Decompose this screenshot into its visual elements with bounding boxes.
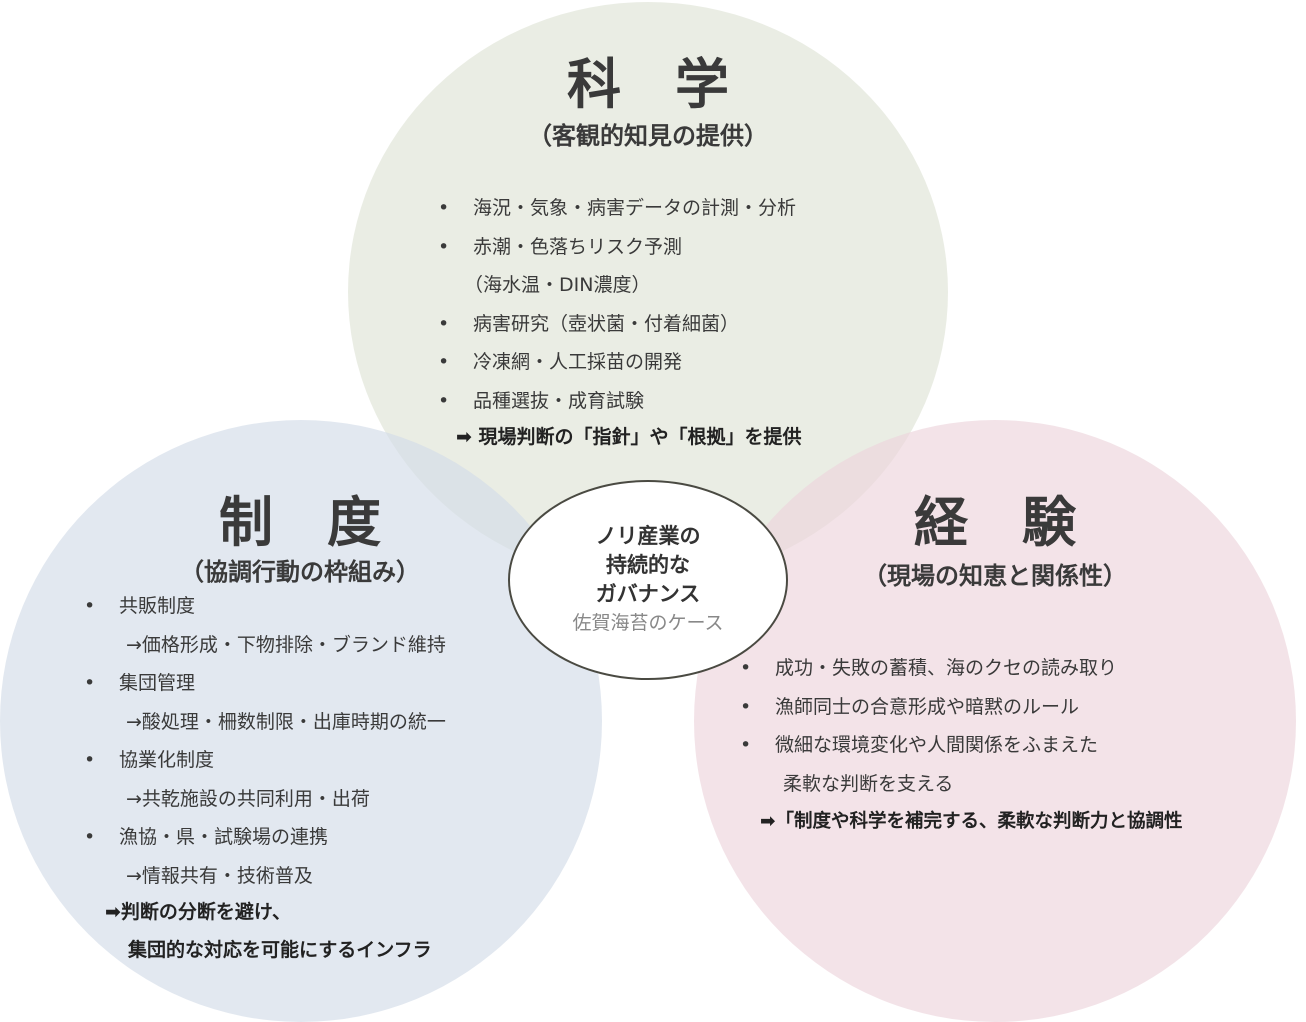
science-title: 科 学 [567,53,729,116]
experience-title: 経 験 [914,491,1076,554]
center-title-line-2: 持続的な [606,553,690,577]
list-item: •微細な環境変化や人間関係をふまえた [740,734,1099,756]
list-item: •病害研究（壺状菌・付着細菌） [438,312,740,335]
list-item: •成功・失敗の蓄積、海のクセの読み取り [740,657,1118,679]
list-item: （海水温・DIN濃度） [464,274,651,296]
list-item: •協業化制度 [84,749,215,771]
experience-circle [694,420,1296,1022]
center-title-line-3: ガバナンス [595,582,701,606]
list-item: →酸処理・柵数制限・出庫時期の統一 [126,710,446,733]
system-list: •共販制度 →価格形成・下物排除・ブランド維持 •集団管理 →酸処理・柵数制限・… [84,587,514,895]
list-item: →価格形成・下物排除・ブランド維持 [126,633,446,656]
experience-list: •成功・失敗の蓄積、海のクセの読み取り •漁師同士の合意形成や暗黙のルール •微… [740,649,1180,803]
list-item: •漁師同士の合意形成や暗黙のルール [740,695,1080,718]
system-conclusion-line-1: ➡判断の分断を避け、 [105,901,291,923]
list-item: •集団管理 [84,672,196,694]
list-item: →共乾施設の共同利用・出荷 [126,787,370,810]
experience-conclusion: ➡「制度や科学を補完する、柔軟な判断力と協調性 [760,811,1183,832]
list-item: •漁協・県・試験場の連携 [84,826,329,848]
list-item: •冷凍網・人工採苗の開発 [438,351,683,373]
list-item: •共販制度 [84,595,196,617]
list-item: →情報共有・技術普及 [126,864,313,887]
center-caption: 佐賀海苔のケース [572,612,724,634]
system-conclusion-line-2: 集団的な対応を可能にするインフラ [128,939,432,961]
center-title-line-1: ノリ産業の [595,524,701,548]
science-conclusion: ➡ 現場判断の「指針」や「根拠」を提供 [456,426,802,448]
center-ellipse: ノリ産業の 持続的な ガバナンス 佐賀海苔のケース [508,480,788,680]
list-item: •品種選抜・成育試験 [438,389,645,412]
science-subtitle: （客観的知見の提供） [528,122,768,150]
system-circle [0,420,602,1022]
experience-subtitle: （現場の知恵と関係性） [863,562,1127,590]
system-subtitle: （協調行動の枠組み） [180,558,420,586]
list-item: •海況・気象・病害データの計測・分析 [438,197,797,219]
list-item: •赤潮・色落ちリスク予測 [438,235,683,258]
list-item: 柔軟な判断を支える [783,772,954,795]
system-title: 制 度 [219,491,381,554]
science-list: •海況・気象・病害データの計測・分析 •赤潮・色落ちリスク予測 （海水温・DIN… [438,189,858,420]
